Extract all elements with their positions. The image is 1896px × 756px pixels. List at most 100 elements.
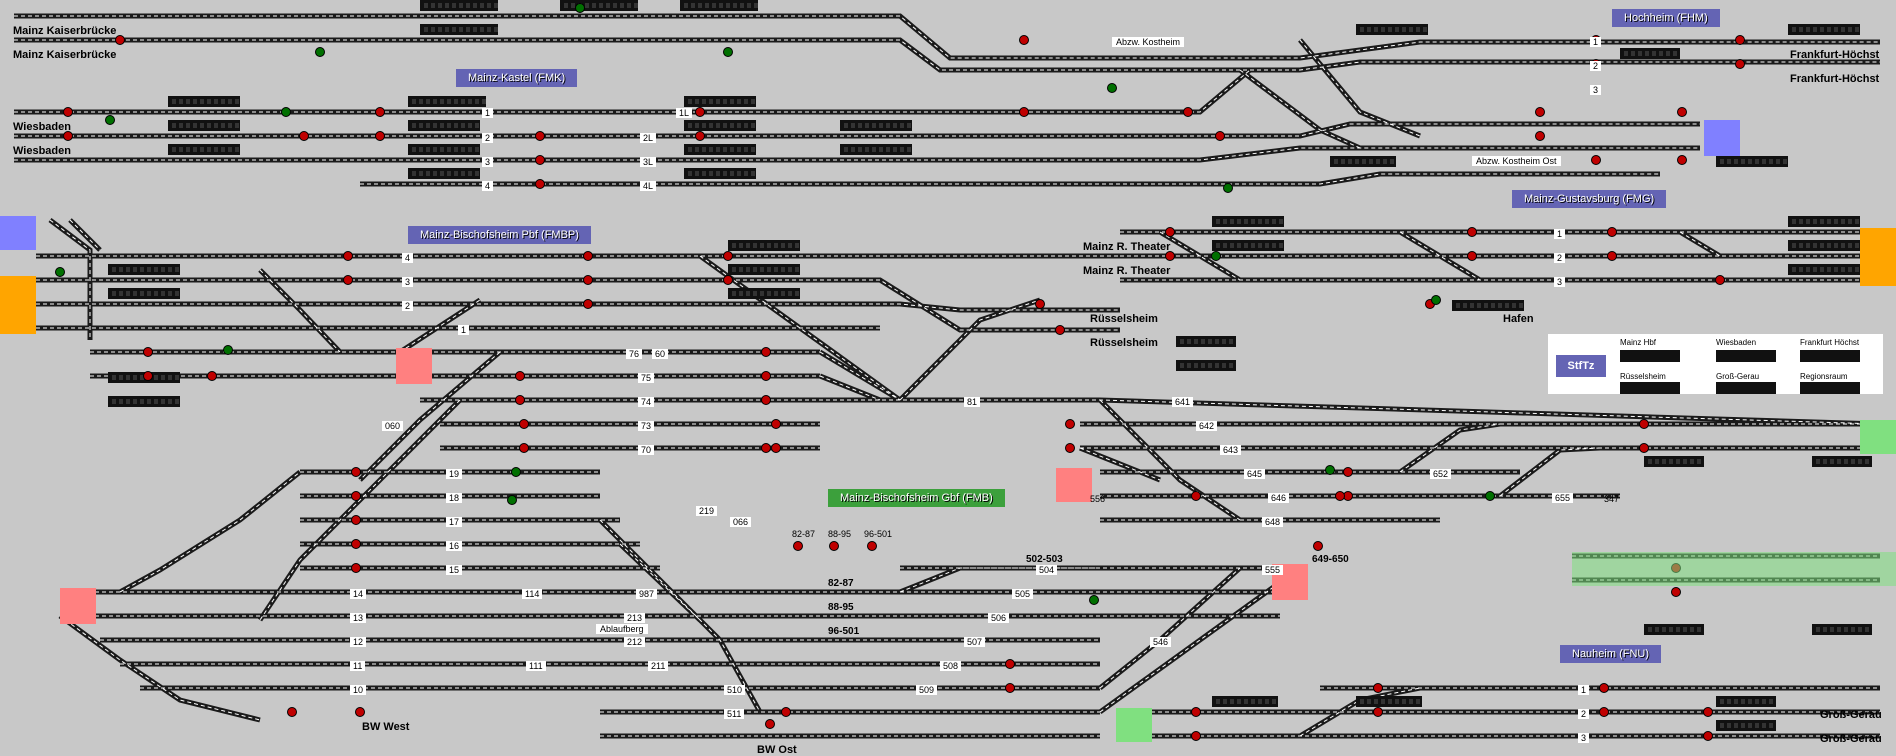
track-gbf-73[interactable]: 73 xyxy=(638,421,655,431)
track-fmk-1[interactable]: 1 xyxy=(482,108,494,118)
track-fnu-2[interactable]: 2 xyxy=(1578,709,1590,719)
signal-green-icon-94[interactable] xyxy=(575,3,585,13)
signal-red-icon-25[interactable] xyxy=(343,275,353,285)
signal-red-icon-0[interactable] xyxy=(115,35,125,45)
signal-red-icon-14[interactable] xyxy=(1215,131,1225,141)
signal-red-icon-85[interactable] xyxy=(1191,491,1201,501)
track-fmbp-3[interactable]: 3 xyxy=(402,277,414,287)
signal-red-icon-9[interactable] xyxy=(695,107,705,117)
signal-red-icon-73[interactable] xyxy=(1373,683,1383,693)
track-fmg-1[interactable]: 1 xyxy=(1554,229,1566,239)
track-gbf-74[interactable]: 74 xyxy=(638,397,655,407)
block-indicator-6[interactable] xyxy=(1620,48,1680,59)
signal-red-icon-46[interactable] xyxy=(519,419,529,429)
signal-red-icon-78[interactable] xyxy=(1703,731,1713,741)
signal-red-icon-61[interactable] xyxy=(1343,467,1353,477)
station-mainz-bischofsheim-pbf[interactable]: Mainz-Bischofsheim Pbf (FMBP) xyxy=(408,226,591,244)
signal-red-icon-23[interactable] xyxy=(1591,155,1601,165)
signal-red-icon-49[interactable] xyxy=(761,371,771,381)
signal-red-icon-38[interactable] xyxy=(1035,299,1045,309)
signal-red-icon-26[interactable] xyxy=(583,251,593,261)
signal-red-icon-48[interactable] xyxy=(761,347,771,357)
signal-green-icon-98[interactable] xyxy=(507,495,517,505)
track-fnu-1[interactable]: 1 xyxy=(1578,685,1590,695)
signal-green-icon-92[interactable] xyxy=(315,47,325,57)
signal-red-icon-4[interactable] xyxy=(375,107,385,117)
track-gbf-19[interactable]: 19 xyxy=(446,469,463,479)
signal-red-icon-60[interactable] xyxy=(1065,443,1075,453)
track-gbf-15[interactable]: 15 xyxy=(446,565,463,575)
track-gbf-507[interactable]: 507 xyxy=(964,637,986,647)
signal-red-icon-52[interactable] xyxy=(351,467,361,477)
signal-red-icon-10[interactable] xyxy=(695,131,705,141)
signal-red-icon-32[interactable] xyxy=(1165,251,1175,261)
track-gbf-10[interactable]: 10 xyxy=(350,685,367,695)
track-gbf-60[interactable]: 60 xyxy=(652,349,669,359)
signal-red-icon-67[interactable] xyxy=(287,707,297,717)
signal-red-icon-39[interactable] xyxy=(1055,325,1065,335)
signal-red-icon-1[interactable] xyxy=(63,107,73,117)
block-indicator-43[interactable] xyxy=(1716,696,1776,707)
station-hochheim[interactable]: Hochheim (FHM) xyxy=(1612,9,1720,27)
track-fmk-4l[interactable]: 4L xyxy=(640,181,657,191)
stw-box-3[interactable] xyxy=(1800,350,1860,362)
track-fmk-2[interactable]: 2 xyxy=(482,133,494,143)
signal-red-icon-6[interactable] xyxy=(535,131,545,141)
signal-red-icon-11[interactable] xyxy=(1019,35,1029,45)
signal-green-icon-87[interactable] xyxy=(1107,83,1117,93)
signal-red-icon-31[interactable] xyxy=(1165,227,1175,237)
stw-box-5[interactable] xyxy=(1716,382,1776,394)
station-mainz-kastel[interactable]: Mainz-Kastel (FMK) xyxy=(456,69,578,87)
signal-red-icon-83[interactable] xyxy=(1005,659,1015,669)
signal-red-icon-68[interactable] xyxy=(355,707,365,717)
signal-red-icon-47[interactable] xyxy=(519,443,529,453)
signal-red-icon-34[interactable] xyxy=(1467,251,1477,261)
signal-red-icon-43[interactable] xyxy=(207,371,217,381)
station-mainz-gustavsburg[interactable]: Mainz-Gustavsburg (FMG) xyxy=(1512,190,1667,208)
signal-red-icon-12[interactable] xyxy=(1019,107,1029,117)
track-gbf-645[interactable]: 645 xyxy=(1244,469,1266,479)
track-gbf-642[interactable]: 642 xyxy=(1196,421,1218,431)
signal-red-icon-57[interactable] xyxy=(771,419,781,429)
track-gbf-643[interactable]: 643 xyxy=(1220,445,1242,455)
signal-red-icon-20[interactable] xyxy=(1735,59,1745,69)
signal-red-icon-79[interactable] xyxy=(793,541,803,551)
signal-red-icon-75[interactable] xyxy=(1599,683,1609,693)
station-nauheim[interactable]: Nauheim (FNU) xyxy=(1560,645,1662,663)
signal-red-icon-70[interactable] xyxy=(781,707,791,717)
track-gbf-70[interactable]: 70 xyxy=(638,445,655,455)
signal-red-icon-36[interactable] xyxy=(1607,251,1617,261)
track-fmk-1l[interactable]: 1L xyxy=(676,108,693,118)
block-indicator-40[interactable] xyxy=(1812,624,1872,635)
track-fmbp-2[interactable]: 2 xyxy=(402,301,414,311)
signal-red-icon-8[interactable] xyxy=(535,179,545,189)
track-gbf-505[interactable]: 505 xyxy=(1012,589,1034,599)
track-gbf-12[interactable]: 12 xyxy=(350,637,367,647)
signal-red-icon-82[interactable] xyxy=(1313,541,1323,551)
signal-red-icon-76[interactable] xyxy=(1599,707,1609,717)
signal-red-icon-51[interactable] xyxy=(761,443,771,453)
block-indicator-38[interactable] xyxy=(1812,456,1872,467)
signal-red-icon-42[interactable] xyxy=(143,371,153,381)
signal-red-icon-50[interactable] xyxy=(761,395,771,405)
signal-red-icon-63[interactable] xyxy=(1639,419,1649,429)
signal-red-icon-28[interactable] xyxy=(583,299,593,309)
signal-red-icon-77[interactable] xyxy=(1703,707,1713,717)
stw-box-4[interactable] xyxy=(1620,382,1680,394)
signal-red-icon-53[interactable] xyxy=(351,491,361,501)
track-fhm-2[interactable]: 2 xyxy=(1590,61,1602,71)
block-indicator-37[interactable] xyxy=(1644,456,1704,467)
track-fmk-2l[interactable]: 2L xyxy=(640,133,657,143)
signal-red-icon-59[interactable] xyxy=(1065,419,1075,429)
signal-red-icon-21[interactable] xyxy=(1677,107,1687,117)
track-gbf-652[interactable]: 652 xyxy=(1430,469,1452,479)
signal-green-icon-102[interactable] xyxy=(1431,295,1441,305)
signal-red-icon-86[interactable] xyxy=(1335,491,1345,501)
track-gbf-11[interactable]: 11 xyxy=(350,661,366,671)
signal-red-icon-64[interactable] xyxy=(1639,443,1649,453)
track-gbf-17[interactable]: 17 xyxy=(446,517,463,527)
signal-red-icon-56[interactable] xyxy=(351,563,361,573)
signal-red-icon-15[interactable] xyxy=(1535,107,1545,117)
signal-green-icon-101[interactable] xyxy=(1485,491,1495,501)
signal-red-icon-29[interactable] xyxy=(723,251,733,261)
